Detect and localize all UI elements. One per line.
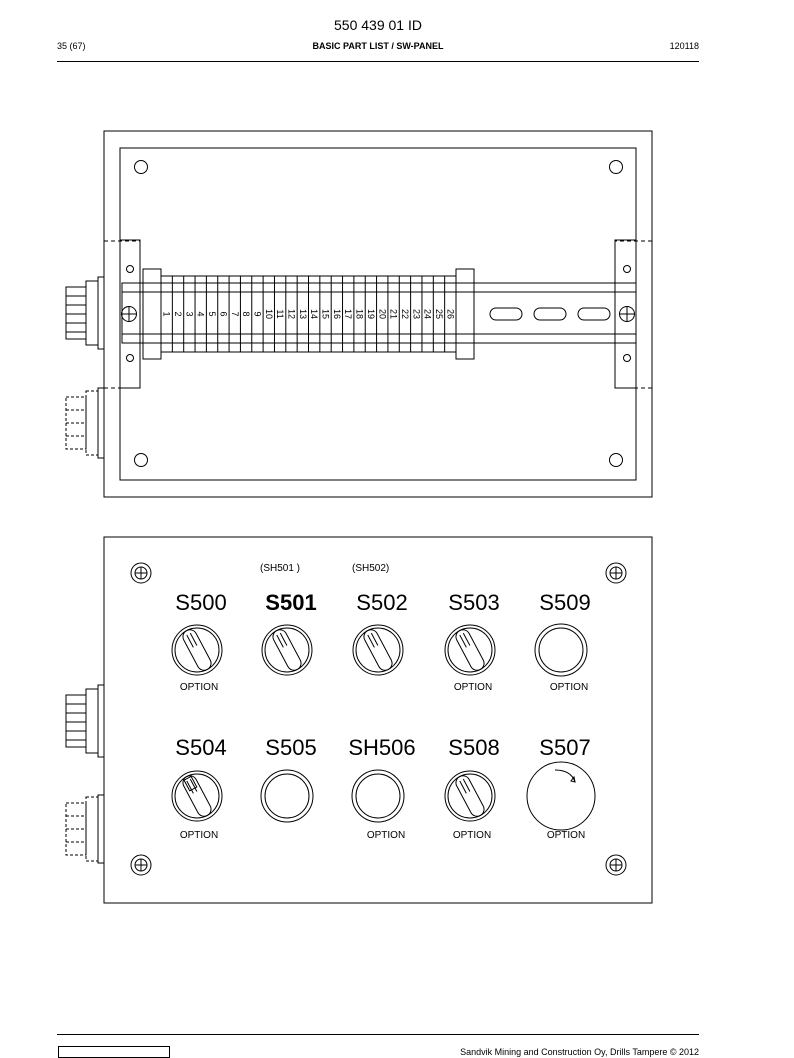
- switch-label: SH506: [348, 735, 415, 760]
- terminal-number: 11: [275, 309, 285, 318]
- option-label: OPTION: [367, 830, 405, 841]
- option-label: OPTION: [550, 682, 588, 693]
- switch-label: S504: [175, 735, 226, 760]
- switch-label: S507: [539, 735, 590, 760]
- terminal-number: 25: [434, 309, 444, 319]
- option-label: OPTION: [453, 830, 491, 841]
- terminal-number: 6: [218, 311, 228, 316]
- switch-s504: [171, 770, 223, 822]
- switch-label: S503: [448, 590, 499, 615]
- switch-label: S508: [448, 735, 499, 760]
- switch-s505: [260, 769, 314, 823]
- cable-gland-upper: [65, 276, 105, 350]
- footer-copyright: Sandvik Mining and Construction Oy, Dril…: [460, 1047, 699, 1057]
- page-number: 35 (67): [57, 41, 86, 51]
- corner-screw: [605, 854, 627, 876]
- terminal-number: 16: [332, 309, 342, 319]
- corner-screw: [130, 562, 152, 584]
- terminal-number: 15: [321, 309, 331, 319]
- terminal-number: 12: [286, 309, 296, 319]
- switch-label: S502: [356, 590, 407, 615]
- terminal-number: 14: [309, 309, 319, 319]
- switch-s508: [444, 770, 496, 822]
- switch-s501: [261, 624, 313, 676]
- cable-gland-lower-optional: [65, 794, 105, 864]
- switch-sh506: [351, 769, 405, 823]
- terminal-number: 2: [173, 311, 183, 316]
- option-label: OPTION: [180, 682, 218, 693]
- document-id: 550 439 01 ID: [334, 17, 422, 33]
- switch-s502: [352, 624, 404, 676]
- switch-s507: [526, 761, 596, 831]
- terminal-number: 8: [241, 311, 251, 316]
- option-label: OPTION: [454, 682, 492, 693]
- header-rule: [57, 61, 699, 62]
- note-sh502: (SH502): [352, 563, 389, 574]
- terminal-number: 20: [377, 309, 387, 319]
- cable-gland-lower: [65, 684, 105, 758]
- switch-label: S505: [265, 735, 316, 760]
- document-title: BASIC PART LIST / SW-PANEL: [312, 41, 444, 51]
- document-date: 120118: [669, 41, 699, 51]
- switch-label: S509: [539, 590, 590, 615]
- note-sh501: (SH501 ): [260, 563, 300, 574]
- option-label: OPTION: [547, 830, 585, 841]
- switch-label: S500: [175, 590, 226, 615]
- terminal-number: 1: [162, 311, 172, 316]
- terminal-number: 18: [355, 309, 365, 319]
- terminal-number: 4: [196, 311, 206, 316]
- corner-screw: [130, 854, 152, 876]
- terminal-enclosure: [103, 130, 653, 498]
- cable-gland-upper-optional: [65, 387, 105, 459]
- terminal-number: 26: [445, 309, 455, 319]
- terminal-number: 13: [298, 309, 308, 319]
- terminal-number: 23: [411, 309, 421, 319]
- terminal-number: 24: [423, 309, 433, 319]
- corner-screw: [605, 562, 627, 584]
- switch-s503: [444, 624, 496, 676]
- terminal-number: 10: [264, 309, 274, 319]
- terminal-number: 17: [343, 309, 353, 319]
- terminal-number: 5: [207, 311, 217, 316]
- terminal-number: 21: [389, 309, 399, 319]
- terminal-number: 9: [252, 311, 262, 316]
- switch-s509: [534, 623, 588, 677]
- company-logo: [58, 1046, 170, 1058]
- terminal-number: 19: [366, 309, 376, 319]
- terminal-number: 22: [400, 309, 410, 319]
- terminal-number: 3: [184, 311, 194, 316]
- switch-label: S501: [265, 590, 316, 615]
- switch-s500: [171, 624, 223, 676]
- footer-rule: [57, 1034, 699, 1035]
- terminal-number: 7: [230, 311, 240, 316]
- option-label: OPTION: [180, 830, 218, 841]
